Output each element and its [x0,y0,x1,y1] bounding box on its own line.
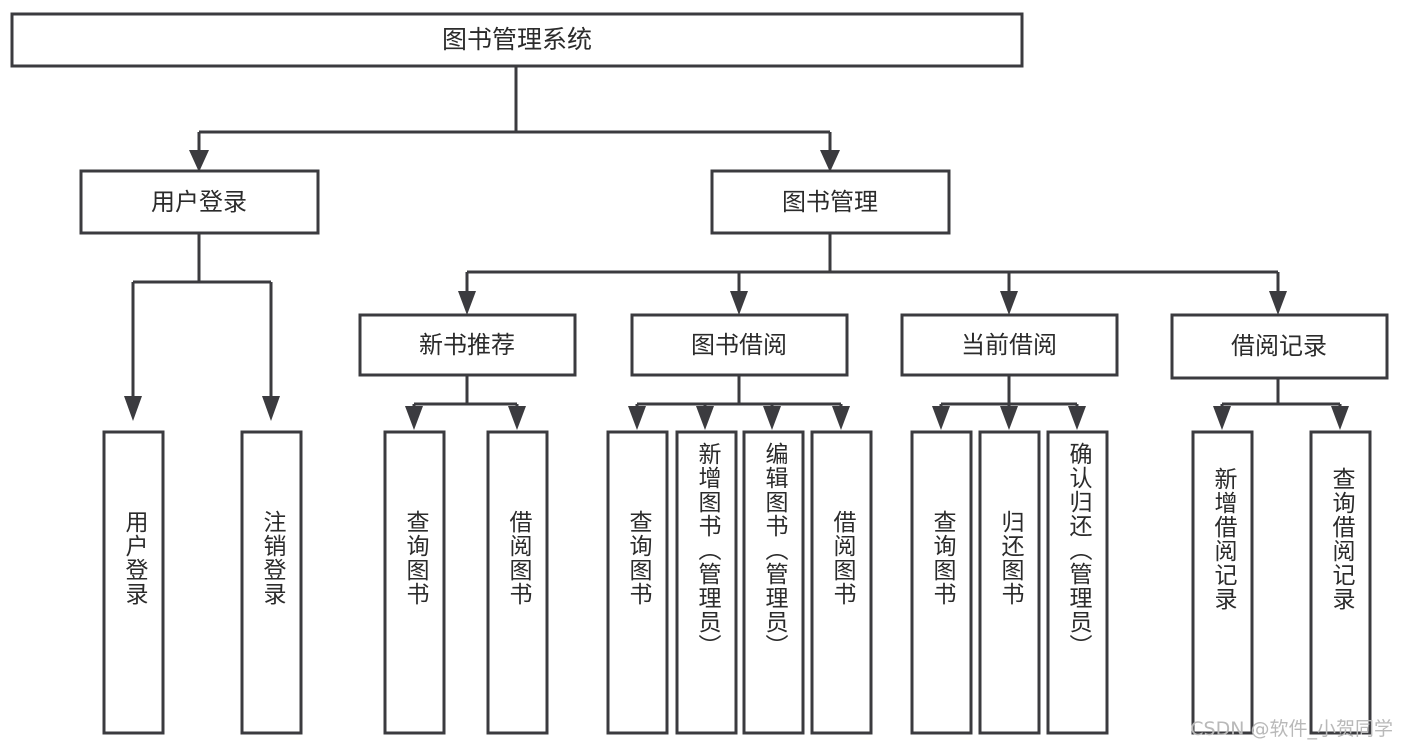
leaf-current-borrow-1[interactable] [910,430,973,735]
node-book-borrow[interactable] [630,313,849,377]
arrowhead-leaf-newbook-2 [508,406,526,430]
leaf-book-borrow-3[interactable] [742,430,805,735]
leaf-current-borrow-2[interactable] [978,430,1041,735]
node-book-management[interactable] [710,169,951,235]
arrowhead-user-login [189,150,209,172]
arrowhead-leaf-borrowrecord-1 [1213,406,1231,430]
leaf-borrow-record-1[interactable] [1191,430,1254,735]
node-root[interactable] [10,12,1024,68]
node-borrow-record[interactable] [1170,313,1389,380]
arrowhead-leaf-currentborrow-1 [932,406,950,430]
arrowhead-leaf-bookborrow-2 [696,406,714,430]
node-new-book-recommend[interactable] [358,313,577,377]
arrowhead-book-mgmt [820,150,840,172]
node-book-borrow-label: 图书借阅 [691,331,787,359]
arrowhead-leaf-user-login-2 [262,396,280,421]
node-user-login[interactable] [79,169,320,235]
arrowhead-leaf-bookborrow-1 [628,406,646,430]
leaf-book-borrow-2[interactable] [675,430,738,735]
leaf-user-login-1[interactable] [102,430,165,735]
node-current-borrow-label: 当前借阅 [961,331,1057,359]
connector-layer [124,66,1349,430]
node-layer: 图书管理系统 用户登录 图书管理 新书推荐 图书借阅 当前借阅 借阅记录 [10,12,1389,735]
leaf-borrow-record-2[interactable] [1309,430,1372,735]
leaf-book-borrow-1[interactable] [606,430,669,735]
node-user-login-label: 用户登录 [151,188,247,216]
arrowhead-leaf-user-login-1 [124,396,142,421]
arrowhead-leaf-bookborrow-4 [832,406,850,430]
node-current-borrow[interactable] [900,313,1119,377]
leaf-user-login-2[interactable] [240,430,303,735]
arrowhead-current-borrow [1000,291,1018,315]
node-root-label: 图书管理系统 [442,25,592,54]
arrowhead-borrow-record [1269,291,1287,315]
arrowhead-leaf-bookborrow-3 [763,406,781,430]
watermark-text: CSDN @软件_小贺同学 [1190,718,1393,740]
node-new-book-recommend-label: 新书推荐 [419,331,515,359]
arrowhead-leaf-currentborrow-3 [1068,406,1086,430]
node-borrow-record-label: 借阅记录 [1231,332,1327,360]
arrowhead-book-borrow [730,291,748,315]
leaf-current-borrow-3[interactable] [1046,430,1109,735]
node-book-management-label: 图书管理 [782,188,878,216]
arrowhead-leaf-currentborrow-2 [1000,406,1018,430]
leaf-new-book-2[interactable] [486,430,549,735]
leaf-new-book-1[interactable] [383,430,446,735]
arrowhead-leaf-borrowrecord-2 [1331,406,1349,430]
arrowhead-new-book [458,291,476,315]
leaf-book-borrow-4[interactable] [810,430,873,735]
arrowhead-leaf-newbook-1 [405,406,423,430]
